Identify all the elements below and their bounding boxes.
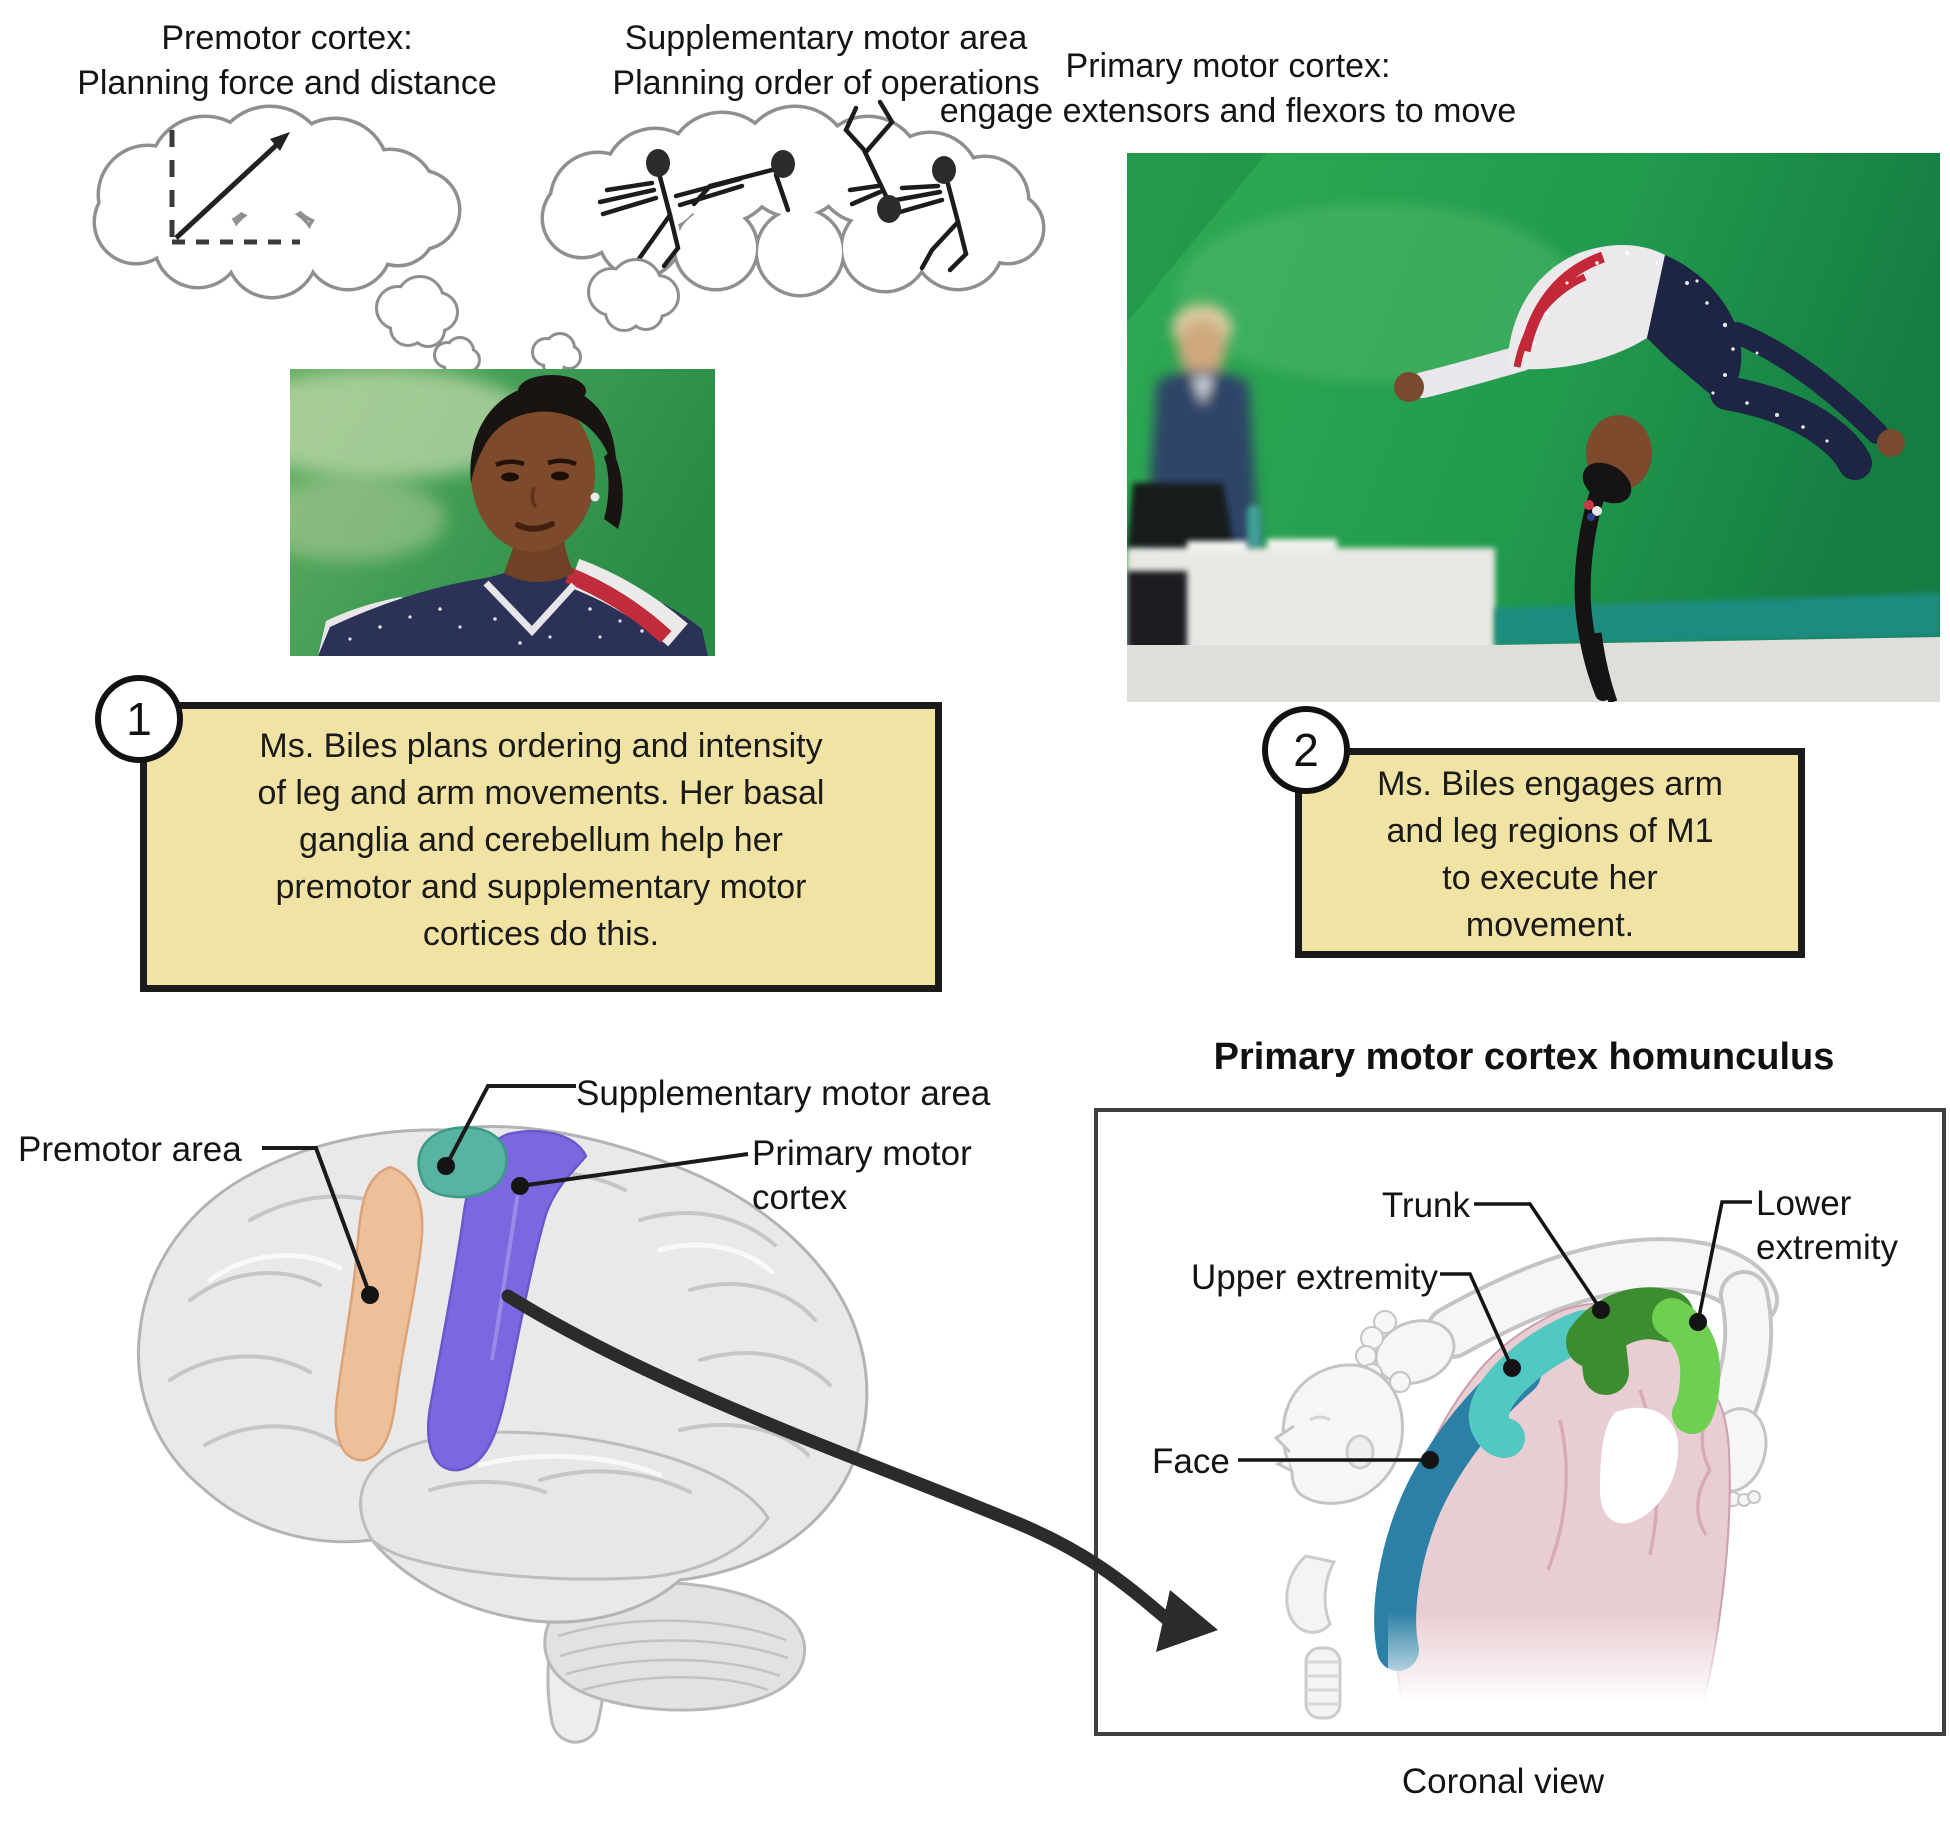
step1-line2: of leg and arm movements. Her basal xyxy=(257,774,825,812)
simone-face-photo xyxy=(290,369,715,656)
lower-extremity-label-line2: extremity xyxy=(1756,1228,1898,1267)
step2-note-box: Ms. Biles engages arm and leg regions of… xyxy=(1295,748,1805,958)
temporal-lobe xyxy=(359,1430,770,1581)
step1-line3: ganglia and cerebellum help her xyxy=(299,821,783,859)
upper-extremity-label: Upper extremity xyxy=(1190,1258,1438,1297)
brain-sulci xyxy=(168,1169,832,1494)
m1-title-line2: engage extensors and flexors to move xyxy=(939,92,1517,130)
sma-title-line2: Planning order of operations xyxy=(612,64,1040,102)
cloud-premotor-outline xyxy=(92,104,462,300)
sma-area-label: Supplementary motor area xyxy=(576,1074,991,1113)
step1-line5: cortices do this. xyxy=(422,915,660,953)
step1-line4: premotor and supplementary motor xyxy=(275,868,807,906)
step2-line4: movement. xyxy=(1465,906,1635,944)
gymnast-figure xyxy=(1394,244,1905,702)
premotor-title: Premotor cortex: Planning force and dist… xyxy=(20,16,554,106)
lower-extremity-label-line1: Lower xyxy=(1756,1184,1852,1223)
cloud-sma-outline xyxy=(540,104,1046,298)
m1-title-line1: Primary motor cortex: xyxy=(1065,47,1391,85)
coronal-view-caption: Coronal view xyxy=(1401,1762,1605,1801)
cloud-premotor-trail xyxy=(375,275,459,348)
premotor-title-line1: Premotor cortex: xyxy=(161,19,413,57)
primary-motor-cortex-label-line2: cortex xyxy=(752,1178,848,1217)
premotor-area-label: Premotor area xyxy=(18,1130,242,1169)
arena-floor xyxy=(1127,637,1940,702)
step1-number-badge: 1 xyxy=(95,675,183,763)
podium-edge xyxy=(1495,593,1940,645)
face-features xyxy=(495,458,577,532)
simone-face-illustration xyxy=(290,369,715,656)
premotor-band xyxy=(334,1165,424,1462)
sma-title-line1: Supplementary motor area xyxy=(624,19,1028,57)
m1-title: Primary motor cortex: engage extensors a… xyxy=(888,44,1568,134)
homunculus-title: Primary motor cortex homunculus xyxy=(1213,1036,1835,1078)
trunk-label: Trunk xyxy=(1381,1186,1470,1225)
cerebellum xyxy=(543,1581,807,1712)
simone-flip-illustration xyxy=(1127,153,1940,702)
premotor-title-line2: Planning force and distance xyxy=(77,64,497,102)
step2-number: 2 xyxy=(1293,724,1319,776)
simone-flip-photo xyxy=(1127,153,1940,702)
lower-extremity-label: Lower extremity xyxy=(1756,1182,1898,1270)
force-distance-vector-icon xyxy=(169,130,300,245)
brainstem xyxy=(546,1598,607,1744)
step1-number: 1 xyxy=(126,693,152,745)
step1-line1: Ms. Biles plans ordering and intensity xyxy=(259,727,823,765)
cloud-sma-trail xyxy=(587,258,680,332)
primary-motor-cortex-label-line1: Primary motor xyxy=(752,1134,972,1173)
step2-line3: to execute her xyxy=(1442,859,1658,897)
sma-title: Supplementary motor area Planning order … xyxy=(556,16,1096,106)
primary-motor-band xyxy=(427,1130,588,1472)
face-label: Face xyxy=(1152,1442,1230,1481)
brain-label-leaders xyxy=(262,1084,749,1296)
earring-icon xyxy=(590,492,600,502)
primary-motor-cortex-label: Primary motor cortex xyxy=(752,1132,972,1220)
sma-band xyxy=(417,1126,508,1199)
step2-line1: Ms. Biles engages arm xyxy=(1377,765,1723,803)
step2-number-badge: 2 xyxy=(1262,706,1350,794)
step1-note-box: Ms. Biles plans ordering and intensity o… xyxy=(140,702,942,992)
step2-line2: and leg regions of M1 xyxy=(1386,812,1714,850)
